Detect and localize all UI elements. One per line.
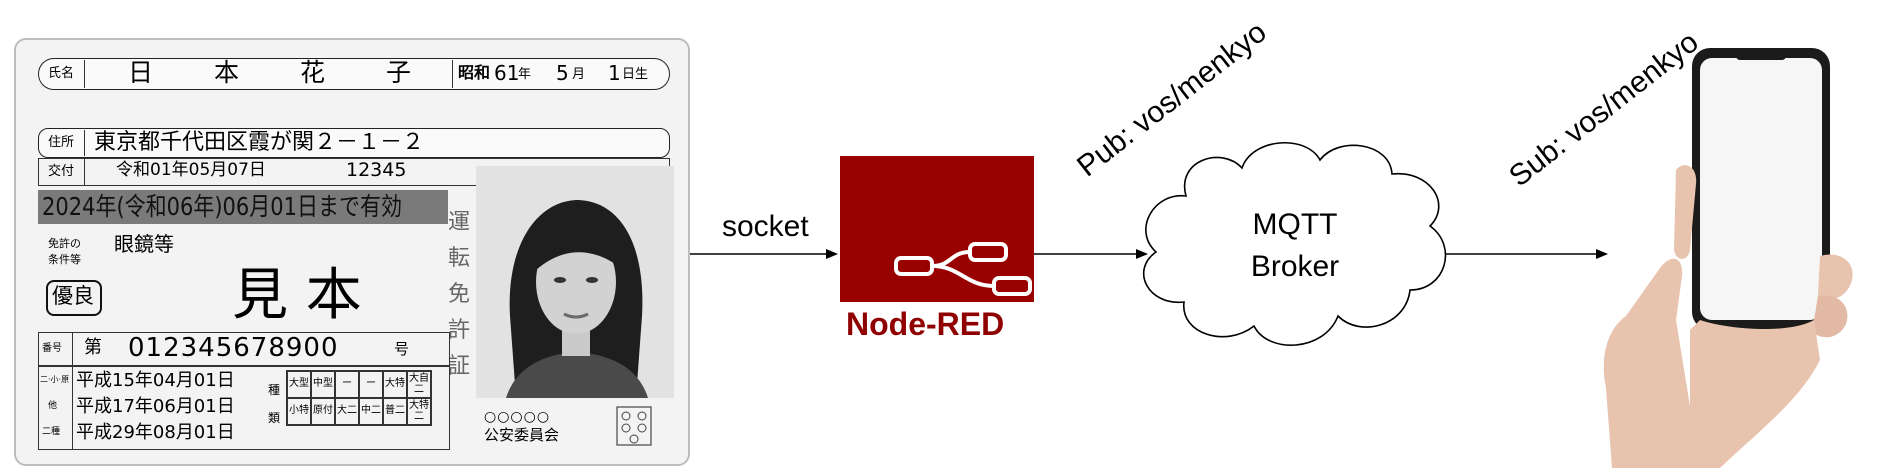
authority-text: 公安委員会 — [484, 426, 560, 444]
history-date-3: 平成29年08月01日 — [76, 422, 235, 443]
birth-month-unit: 月 — [572, 67, 586, 82]
conditions-text: 眼鏡等 — [114, 232, 174, 256]
class-cell: 中型 — [311, 371, 335, 398]
history-date-2: 平成17年06月01日 — [76, 396, 235, 417]
authority-circles: ○○○○○ — [484, 409, 551, 425]
conditions-label-2: 条件等 — [48, 253, 81, 266]
id-photo — [476, 166, 674, 398]
name-char-4: 子 — [386, 58, 412, 87]
history-label-3: 二種 — [42, 427, 61, 437]
class-cell: 大特二 — [407, 398, 431, 425]
class-cell: 小特 — [287, 398, 311, 425]
class-cell: 大特 — [383, 371, 407, 398]
conditions-label-1: 免許の — [48, 237, 81, 250]
vertical-title-1: 運 — [448, 210, 471, 235]
license-number: 012345678900 — [128, 333, 339, 363]
excellent-badge-text: 優良 — [52, 284, 94, 308]
history-label-1: 二·小·原 — [40, 375, 70, 384]
number-prefix: 第 — [84, 337, 102, 358]
validity-text: 2024年(令和06年)06月01日まで有効 — [42, 192, 403, 221]
class-cell: 大二 — [335, 398, 359, 425]
birth-day: 1 — [608, 61, 621, 85]
node-red-flow-icon — [894, 242, 1032, 296]
class-cell: 大型 — [287, 371, 311, 398]
vertical-title-3: 免 — [448, 282, 471, 307]
birth-month: 5 — [556, 61, 569, 85]
vertical-title-4: 許 — [448, 318, 471, 343]
class-cell: 大自二 — [407, 371, 431, 398]
license-class-grid: 大型 中型 ー ー 大特 大自二 小特 原付 大二 中二 普二 大特二 — [286, 370, 432, 426]
issue-date: 令和01年05月07日 — [116, 160, 266, 180]
birth-era: 昭和 — [458, 63, 491, 82]
name-label: 氏名 — [48, 66, 75, 81]
birth-year: 61 — [494, 61, 520, 85]
history-date-1: 平成15年04月01日 — [76, 370, 235, 391]
name-char-3: 花 — [300, 58, 326, 87]
history-block — [38, 366, 450, 450]
class-cell: 普二 — [383, 398, 407, 425]
class-label-2: 類 — [268, 411, 281, 425]
class-cell: ー — [335, 371, 359, 398]
validity-banner — [38, 190, 448, 224]
address-label: 住所 — [48, 135, 75, 150]
smartphone-in-hand-icon — [1603, 48, 1853, 468]
excellent-badge — [46, 280, 102, 316]
address-text: 東京都千代田区霞が関２－１－２ — [94, 130, 425, 155]
vertical-title-2: 転 — [448, 246, 471, 271]
node-red-label: Node-RED — [846, 306, 1005, 342]
number-label: 番号 — [42, 343, 62, 354]
broker-line-1: MQTT — [1252, 208, 1338, 241]
name-char-2: 本 — [214, 58, 240, 87]
issue-number: 12345 — [346, 159, 407, 181]
node-red-logo — [840, 156, 1034, 302]
class-cell: ー — [359, 371, 383, 398]
birth-day-unit: 日生 — [622, 67, 649, 82]
official-seal-icon — [616, 406, 652, 446]
drivers-license-card: 氏名 日 本 花 子 昭和 61 年 5 月 1 日生 住所 東京都千代田区霞が… — [14, 38, 690, 466]
name-char-1: 日 — [128, 58, 154, 87]
number-suffix: 号 — [394, 340, 410, 358]
portrait-image — [476, 166, 674, 398]
class-cell: 原付 — [311, 398, 335, 425]
history-label-2: 他 — [48, 401, 58, 411]
class-label-1: 種 — [268, 383, 281, 397]
socket-label: socket — [722, 210, 809, 243]
address-row — [38, 128, 670, 158]
number-row — [38, 332, 450, 366]
birth-year-unit: 年 — [518, 67, 532, 82]
mqtt-broker-cloud — [1143, 141, 1447, 346]
name-row — [38, 58, 670, 90]
mqtt-broker-label: MQTT Broker — [1210, 204, 1380, 288]
class-cell: 中二 — [359, 398, 383, 425]
vertical-title-5: 証 — [448, 354, 471, 379]
broker-line-2: Broker — [1250, 250, 1340, 283]
sample-text: 見 本 — [232, 263, 362, 328]
issue-label: 交付 — [48, 164, 75, 179]
